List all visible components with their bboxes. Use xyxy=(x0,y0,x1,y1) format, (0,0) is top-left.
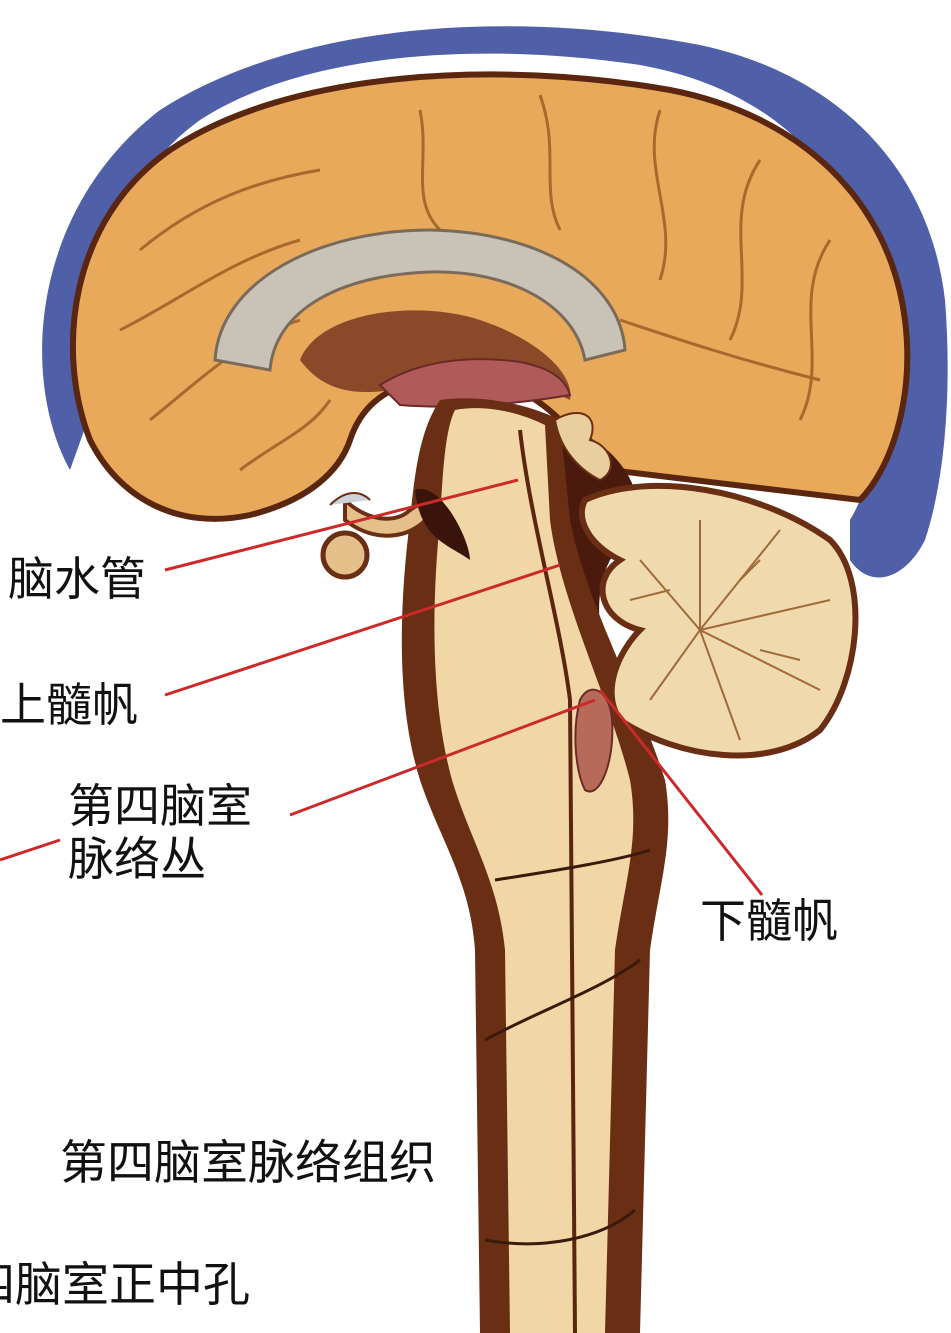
label-fourth-ventricle-choroid-plexus: 第四脑室 脉络丛 xyxy=(68,780,252,886)
label-inferior-medullary-velum: 下髓帆 xyxy=(700,898,838,944)
cerebellum xyxy=(582,486,856,756)
label-median-aperture: 四脑室正中孔 xyxy=(0,1262,250,1309)
leader-choroid-plexus-left xyxy=(0,840,60,860)
label-cerebral-aqueduct: 脑水管 xyxy=(8,556,146,602)
label-choroid-plexus-line1: 第四脑室 xyxy=(68,780,252,833)
label-superior-medullary-velum: 上髓帆 xyxy=(0,682,138,728)
label-choroid-plexus-line2: 脉络丛 xyxy=(68,833,252,886)
label-fourth-ventricle-choroid-tissue: 第四脑室脉络组织 xyxy=(60,1140,436,1187)
